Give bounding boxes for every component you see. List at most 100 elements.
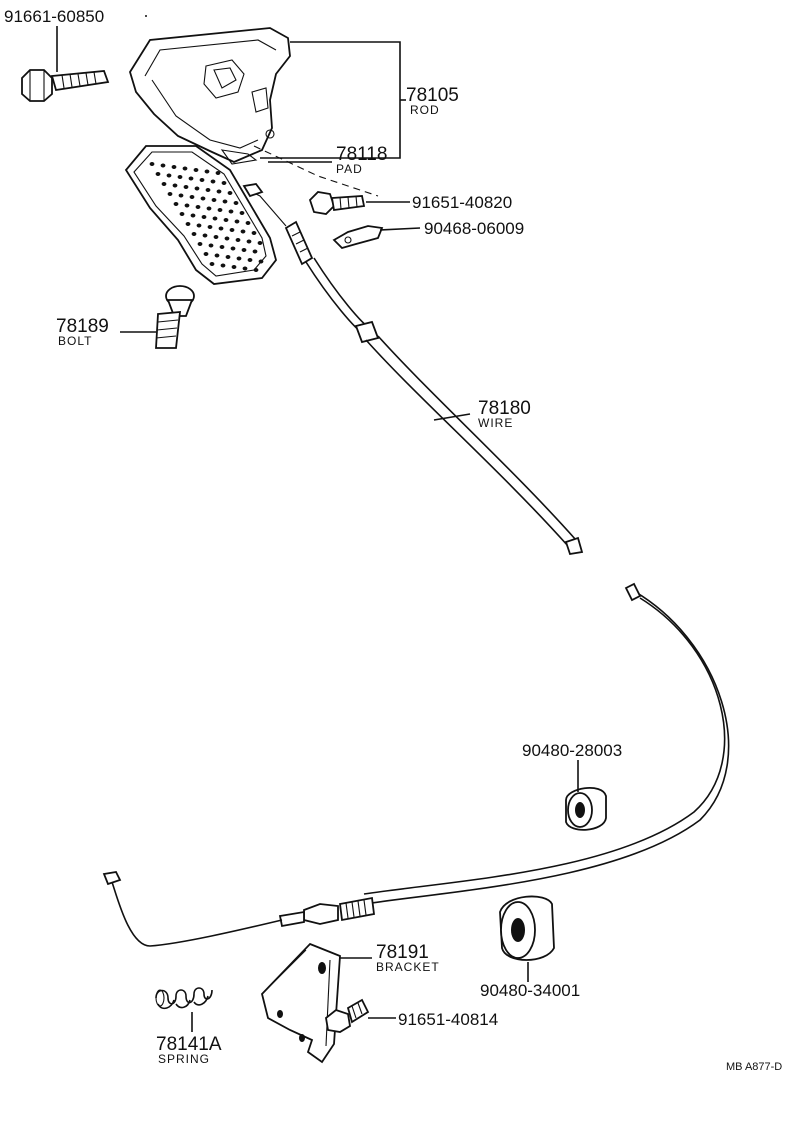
speck — [145, 15, 147, 17]
pad-dot — [253, 268, 259, 272]
pad-dot — [171, 165, 177, 169]
screw-91651-40820-drawing — [308, 191, 366, 215]
pad-dot — [197, 242, 203, 246]
pad-dot — [212, 216, 218, 221]
pad-dot — [166, 173, 172, 178]
pad-dot — [194, 186, 200, 191]
pad-dot — [185, 222, 191, 226]
pad-dot — [195, 205, 201, 209]
pad-dot — [199, 178, 205, 182]
pad-dot — [230, 246, 236, 251]
spring-78141a-drawing — [155, 987, 213, 1010]
pad-dot — [257, 241, 263, 245]
pad-dot — [204, 169, 210, 174]
part-name-bracket: BRACKET — [376, 960, 440, 974]
pad-dot — [178, 193, 184, 198]
pad-dot — [206, 206, 212, 211]
pad-dot — [252, 249, 258, 254]
pad-dot — [239, 211, 245, 215]
pad-dot — [202, 233, 208, 238]
pad-dot — [220, 263, 226, 268]
pad-dot — [208, 243, 214, 248]
pad-dot — [188, 176, 194, 181]
part-name-spring: SPRING — [158, 1052, 210, 1066]
drawing-reference-code: MB A877-D — [726, 1061, 782, 1073]
pad-dot — [210, 179, 216, 184]
pad-dot — [228, 209, 234, 214]
leader-78180 — [433, 413, 471, 421]
pad-dot — [217, 208, 223, 212]
bolt-91661-60850-drawing — [21, 69, 110, 102]
pad-dot — [236, 256, 242, 261]
pad-dot — [224, 236, 230, 241]
pad-dot — [247, 258, 253, 262]
pad-dot — [246, 239, 252, 244]
part-number-91651-40820: 91651-40820 — [412, 193, 512, 212]
pad-dot — [219, 245, 225, 249]
pad-dot — [196, 223, 202, 228]
part-number-78118: 78118 — [336, 144, 387, 165]
pad-dot — [233, 201, 239, 205]
pad-dot — [173, 202, 179, 206]
pad-dot — [223, 218, 229, 222]
pad-dot — [203, 252, 209, 256]
part-name-bolt: BOLT — [58, 334, 92, 348]
part-number-78105: 78105 — [406, 85, 459, 106]
pad-dot — [191, 232, 197, 236]
pad-dot — [184, 203, 190, 208]
pad-dot — [221, 181, 227, 185]
part-number-78141a: 78141A — [156, 1034, 222, 1055]
pad-dot — [215, 171, 221, 175]
pad-dot — [183, 185, 189, 189]
grommet-90480-34001-drawing — [499, 895, 555, 961]
pad-dot — [258, 259, 264, 264]
part-name-pad: PAD — [336, 162, 363, 176]
alignment-dashed-line — [253, 145, 379, 197]
part-number-91651-40814: 91651-40814 — [398, 1010, 498, 1029]
pad-dot — [216, 189, 222, 194]
wire-78180-upper-drawing — [242, 183, 584, 556]
part-number-78189: 78189 — [56, 316, 109, 337]
wire-78180-lower-drawing — [102, 582, 730, 947]
bolt-78189-drawing — [155, 285, 195, 349]
pad-dot — [149, 162, 155, 166]
pad-dot — [245, 221, 251, 225]
part-number-90480-34001: 90480-34001 — [480, 981, 580, 1000]
pad-dot — [190, 213, 196, 218]
pad-78118-drawing — [124, 145, 277, 285]
screw-91651-40814-drawing — [325, 998, 370, 1033]
clamp-90468-06009-drawing — [332, 225, 384, 250]
pad-dot — [205, 188, 211, 192]
part-name-wire: WIRE — [478, 416, 513, 430]
pad-dot — [172, 183, 178, 188]
pad-dot — [193, 168, 199, 172]
pad-dot — [155, 172, 161, 176]
pad-dot — [201, 215, 207, 219]
pad-dot — [213, 235, 219, 239]
pad-dot — [200, 196, 206, 201]
pad-dot — [189, 195, 195, 199]
part-name-rod: ROD — [410, 103, 440, 117]
pad-dot — [231, 265, 237, 269]
part-number-91661-60850: 91661-60850 — [4, 7, 104, 26]
pad-dot — [207, 225, 213, 229]
part-number-90480-28003: 90480-28003 — [522, 741, 622, 760]
pad-dot — [241, 248, 247, 252]
grommet-90480-28003-drawing — [565, 787, 607, 831]
part-number-78180: 78180 — [478, 398, 531, 419]
pad-dot — [229, 228, 235, 232]
pad-dot — [227, 191, 233, 195]
pad-dot — [160, 163, 166, 168]
pad-dot — [235, 238, 241, 242]
pad-dot — [182, 166, 188, 171]
pad-dot — [251, 231, 257, 235]
pad-dot — [161, 182, 167, 186]
pad-dot — [179, 212, 185, 216]
part-number-90468-06009: 90468-06009 — [424, 219, 524, 238]
pad-dot — [242, 266, 248, 271]
pad-dot — [234, 219, 240, 224]
pad-dot — [209, 262, 215, 266]
pad-dot — [218, 226, 224, 231]
pad-dot — [211, 198, 217, 202]
pad-dot — [177, 175, 183, 179]
